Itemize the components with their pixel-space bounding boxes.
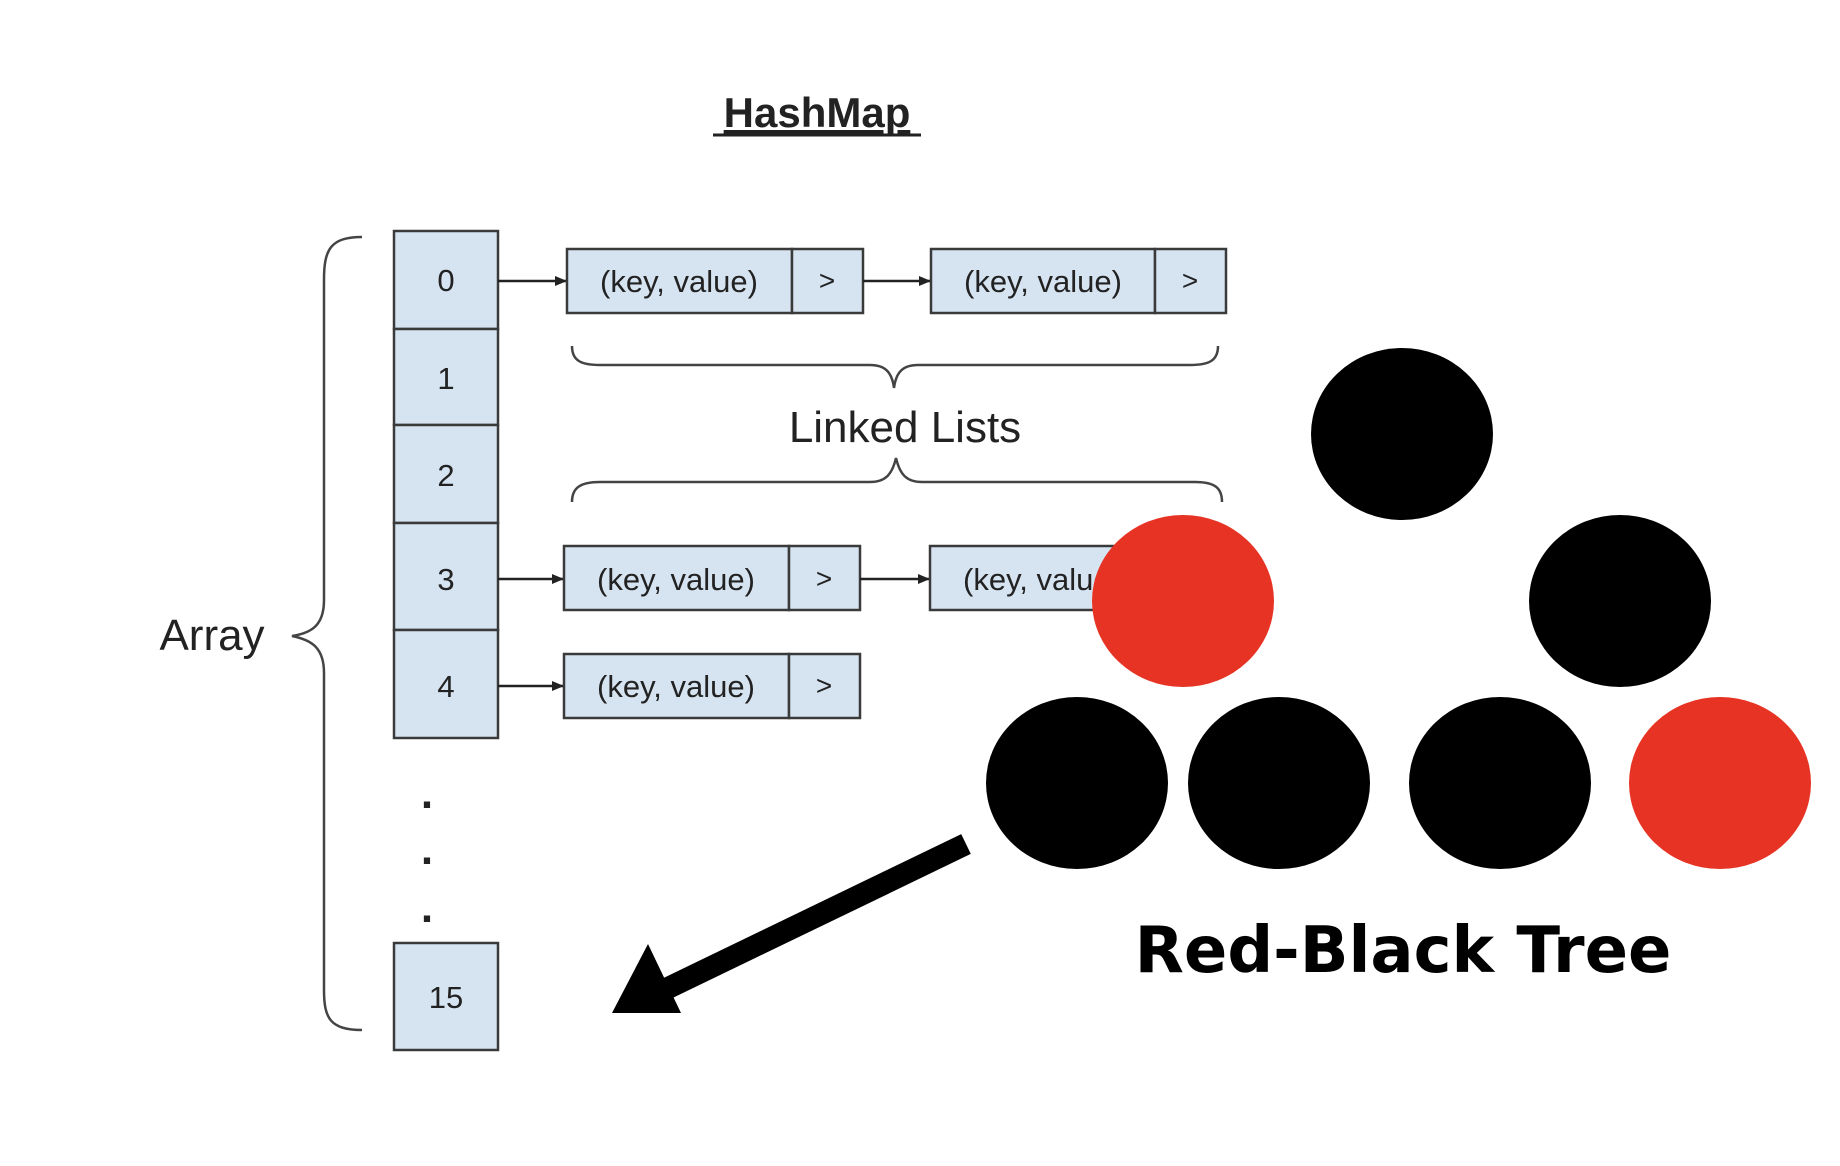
tree-node-leaf-1 [986, 697, 1168, 869]
array-index-0: 0 [437, 263, 454, 298]
list-node-pointer [787, 544, 862, 612]
linked-lists-brace-top [570, 345, 1220, 389]
list-node-pointer-text: > [816, 563, 832, 594]
list-node-pointer-text: > [819, 265, 835, 296]
tree-node-leaf-4 [1629, 697, 1811, 869]
ellipsis-dot: . [421, 825, 433, 874]
array-cell-4 [392, 628, 500, 740]
list-node [562, 652, 791, 720]
array-label: Array [159, 611, 264, 660]
linked-lists-label: Linked Lists [789, 403, 1021, 452]
list-node [562, 544, 791, 612]
tree-node-right-child [1529, 515, 1711, 687]
list-node-text: (key, value) [597, 562, 755, 597]
array-cells: 0 1 2 3 4 15 [392, 229, 500, 1052]
array-index-2: 2 [437, 458, 454, 493]
array-brace [291, 235, 363, 1032]
tree-to-bucket-arrow-head [612, 944, 681, 1013]
array-index-15: 15 [429, 980, 463, 1015]
tree-node-root [1311, 348, 1493, 520]
ellipsis-dot: . [421, 769, 433, 818]
list-node-text: (key, value) [597, 669, 755, 704]
array-cell-1 [392, 327, 500, 427]
tree-node-leaf-2 [1188, 697, 1370, 869]
list-node-text: (key, value) [964, 264, 1122, 299]
linked-lists-brace-bottom [570, 457, 1224, 503]
array-index-1: 1 [437, 361, 454, 396]
ellipsis-dot: . [421, 883, 433, 932]
list-node [565, 247, 794, 315]
list-node-pointer [787, 652, 862, 720]
array-index-4: 4 [437, 669, 454, 704]
list-node-pointer [1153, 247, 1228, 315]
list-node-pointer-text: > [1182, 265, 1198, 296]
red-black-tree [986, 348, 1811, 869]
diagram-title: HashMap [724, 89, 911, 136]
list-node-text: (key, value) [600, 264, 758, 299]
list-node-pointer [790, 247, 865, 315]
tree-node-left-child [1092, 515, 1274, 687]
tree-node-leaf-3 [1409, 697, 1591, 869]
array-index-3: 3 [437, 562, 454, 597]
tree-to-bucket-arrow-shaft [663, 834, 971, 998]
array-cell-15 [392, 941, 500, 1052]
list-node [929, 247, 1157, 315]
tree-label: Red-Black Tree [1135, 914, 1672, 988]
list-node-pointer-text: > [816, 670, 832, 701]
